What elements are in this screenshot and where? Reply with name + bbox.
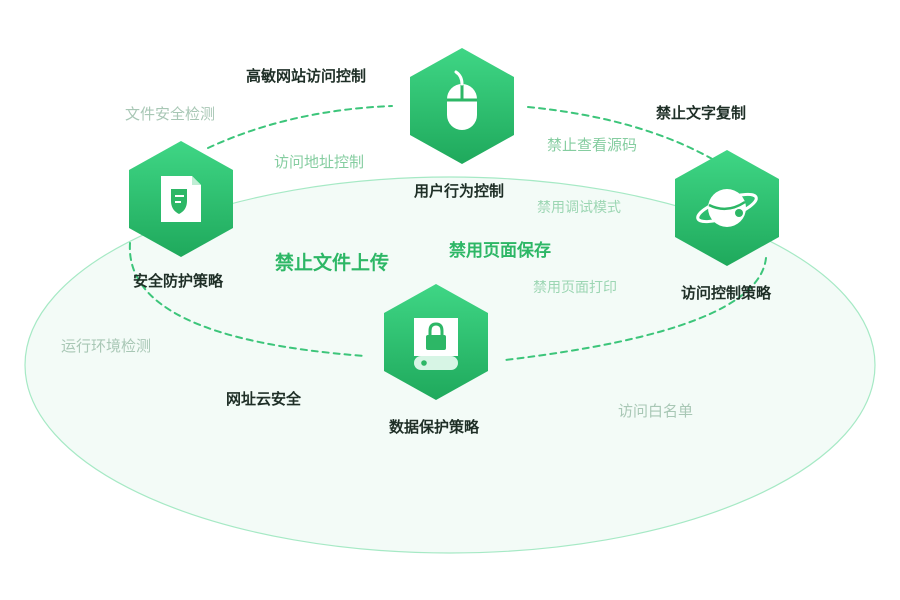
- ring-segment-left: [128, 242, 366, 357]
- planet-icon: [696, 189, 758, 227]
- ring-segment-top-left: [207, 105, 393, 149]
- label-disable-debug-mode: 禁用调试模式: [537, 200, 621, 216]
- label-address-access-control: 访问地址控制: [274, 153, 365, 171]
- label-disable-page-print: 禁用页面打印: [533, 280, 617, 296]
- node-title-data-policy: 数据保护策略: [389, 418, 480, 436]
- label-no-text-copy: 禁止文字复制: [656, 104, 747, 122]
- node-security-policy[interactable]: [129, 141, 233, 257]
- label-no-view-source: 禁止查看源码: [547, 136, 638, 154]
- ring-segment-top-right: [527, 106, 715, 161]
- mouse-icon: [447, 70, 477, 130]
- node-title-access-policy: 访问控制策略: [681, 284, 772, 302]
- dashed-ring: [128, 105, 767, 361]
- node-title-security-policy: 安全防护策略: [133, 272, 224, 290]
- node-access-policy[interactable]: [675, 150, 779, 266]
- node-user-behavior[interactable]: [410, 48, 514, 164]
- label-no-file-upload: 禁止文件上传: [275, 252, 390, 274]
- shield-document-icon: [161, 176, 201, 222]
- label-file-security-check: 文件安全检测: [125, 105, 216, 123]
- ring-segment-right: [504, 257, 767, 361]
- label-high-sensitivity-site: 高敏网站访问控制: [246, 67, 367, 85]
- node-data-policy[interactable]: [384, 284, 488, 400]
- label-runtime-env-check: 运行环境检测: [61, 337, 152, 355]
- label-disable-page-save: 禁用页面保存: [449, 241, 551, 261]
- node-title-user-behavior: 用户行为控制: [414, 182, 505, 200]
- label-access-whitelist: 访问白名单: [618, 402, 694, 420]
- label-url-cloud-security: 网址云安全: [226, 390, 302, 408]
- lock-storage-icon: [414, 318, 458, 370]
